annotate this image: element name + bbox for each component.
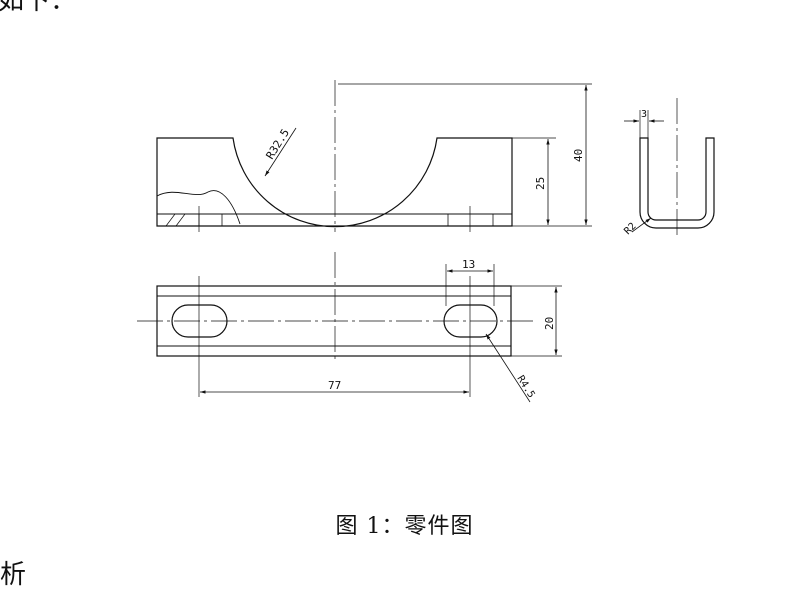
dim-hole-spacing: 77 [328, 379, 341, 392]
partial-text-top: 如下： [0, 0, 77, 16]
dim-thickness: 3 [641, 109, 647, 120]
arc-radius-leader [264, 127, 297, 177]
part-drawing: R32.5 25 40 3 R2 [137, 80, 715, 403]
figure-caption: 图 1：零件图 [335, 514, 474, 539]
slot-radius-leader [485, 333, 531, 403]
front-hatch-2 [175, 213, 186, 227]
slot-right [443, 304, 498, 338]
side-view-outline [639, 137, 715, 229]
slot-left [171, 304, 228, 338]
front-view [156, 80, 592, 232]
dim-height-total: 40 [572, 149, 585, 162]
side-view [624, 98, 715, 236]
dim-arc-radius: R32.5 [264, 127, 293, 162]
bend-radius-leader [631, 217, 652, 233]
dim-slot-width: 13 [462, 258, 475, 271]
dim-bend-radius: R2 [622, 221, 638, 237]
break-line [156, 190, 241, 225]
dim-height-inner: 25 [534, 177, 547, 190]
dim-slot-radius: R4.5 [514, 374, 536, 400]
front-hatch-1 [165, 213, 176, 227]
dim-width: 20 [543, 317, 556, 330]
top-view [137, 252, 562, 403]
drawing-canvas: 如下： [0, 0, 715, 588]
front-view-outline [156, 137, 513, 228]
partial-text-bottom: 析 [0, 560, 27, 590]
